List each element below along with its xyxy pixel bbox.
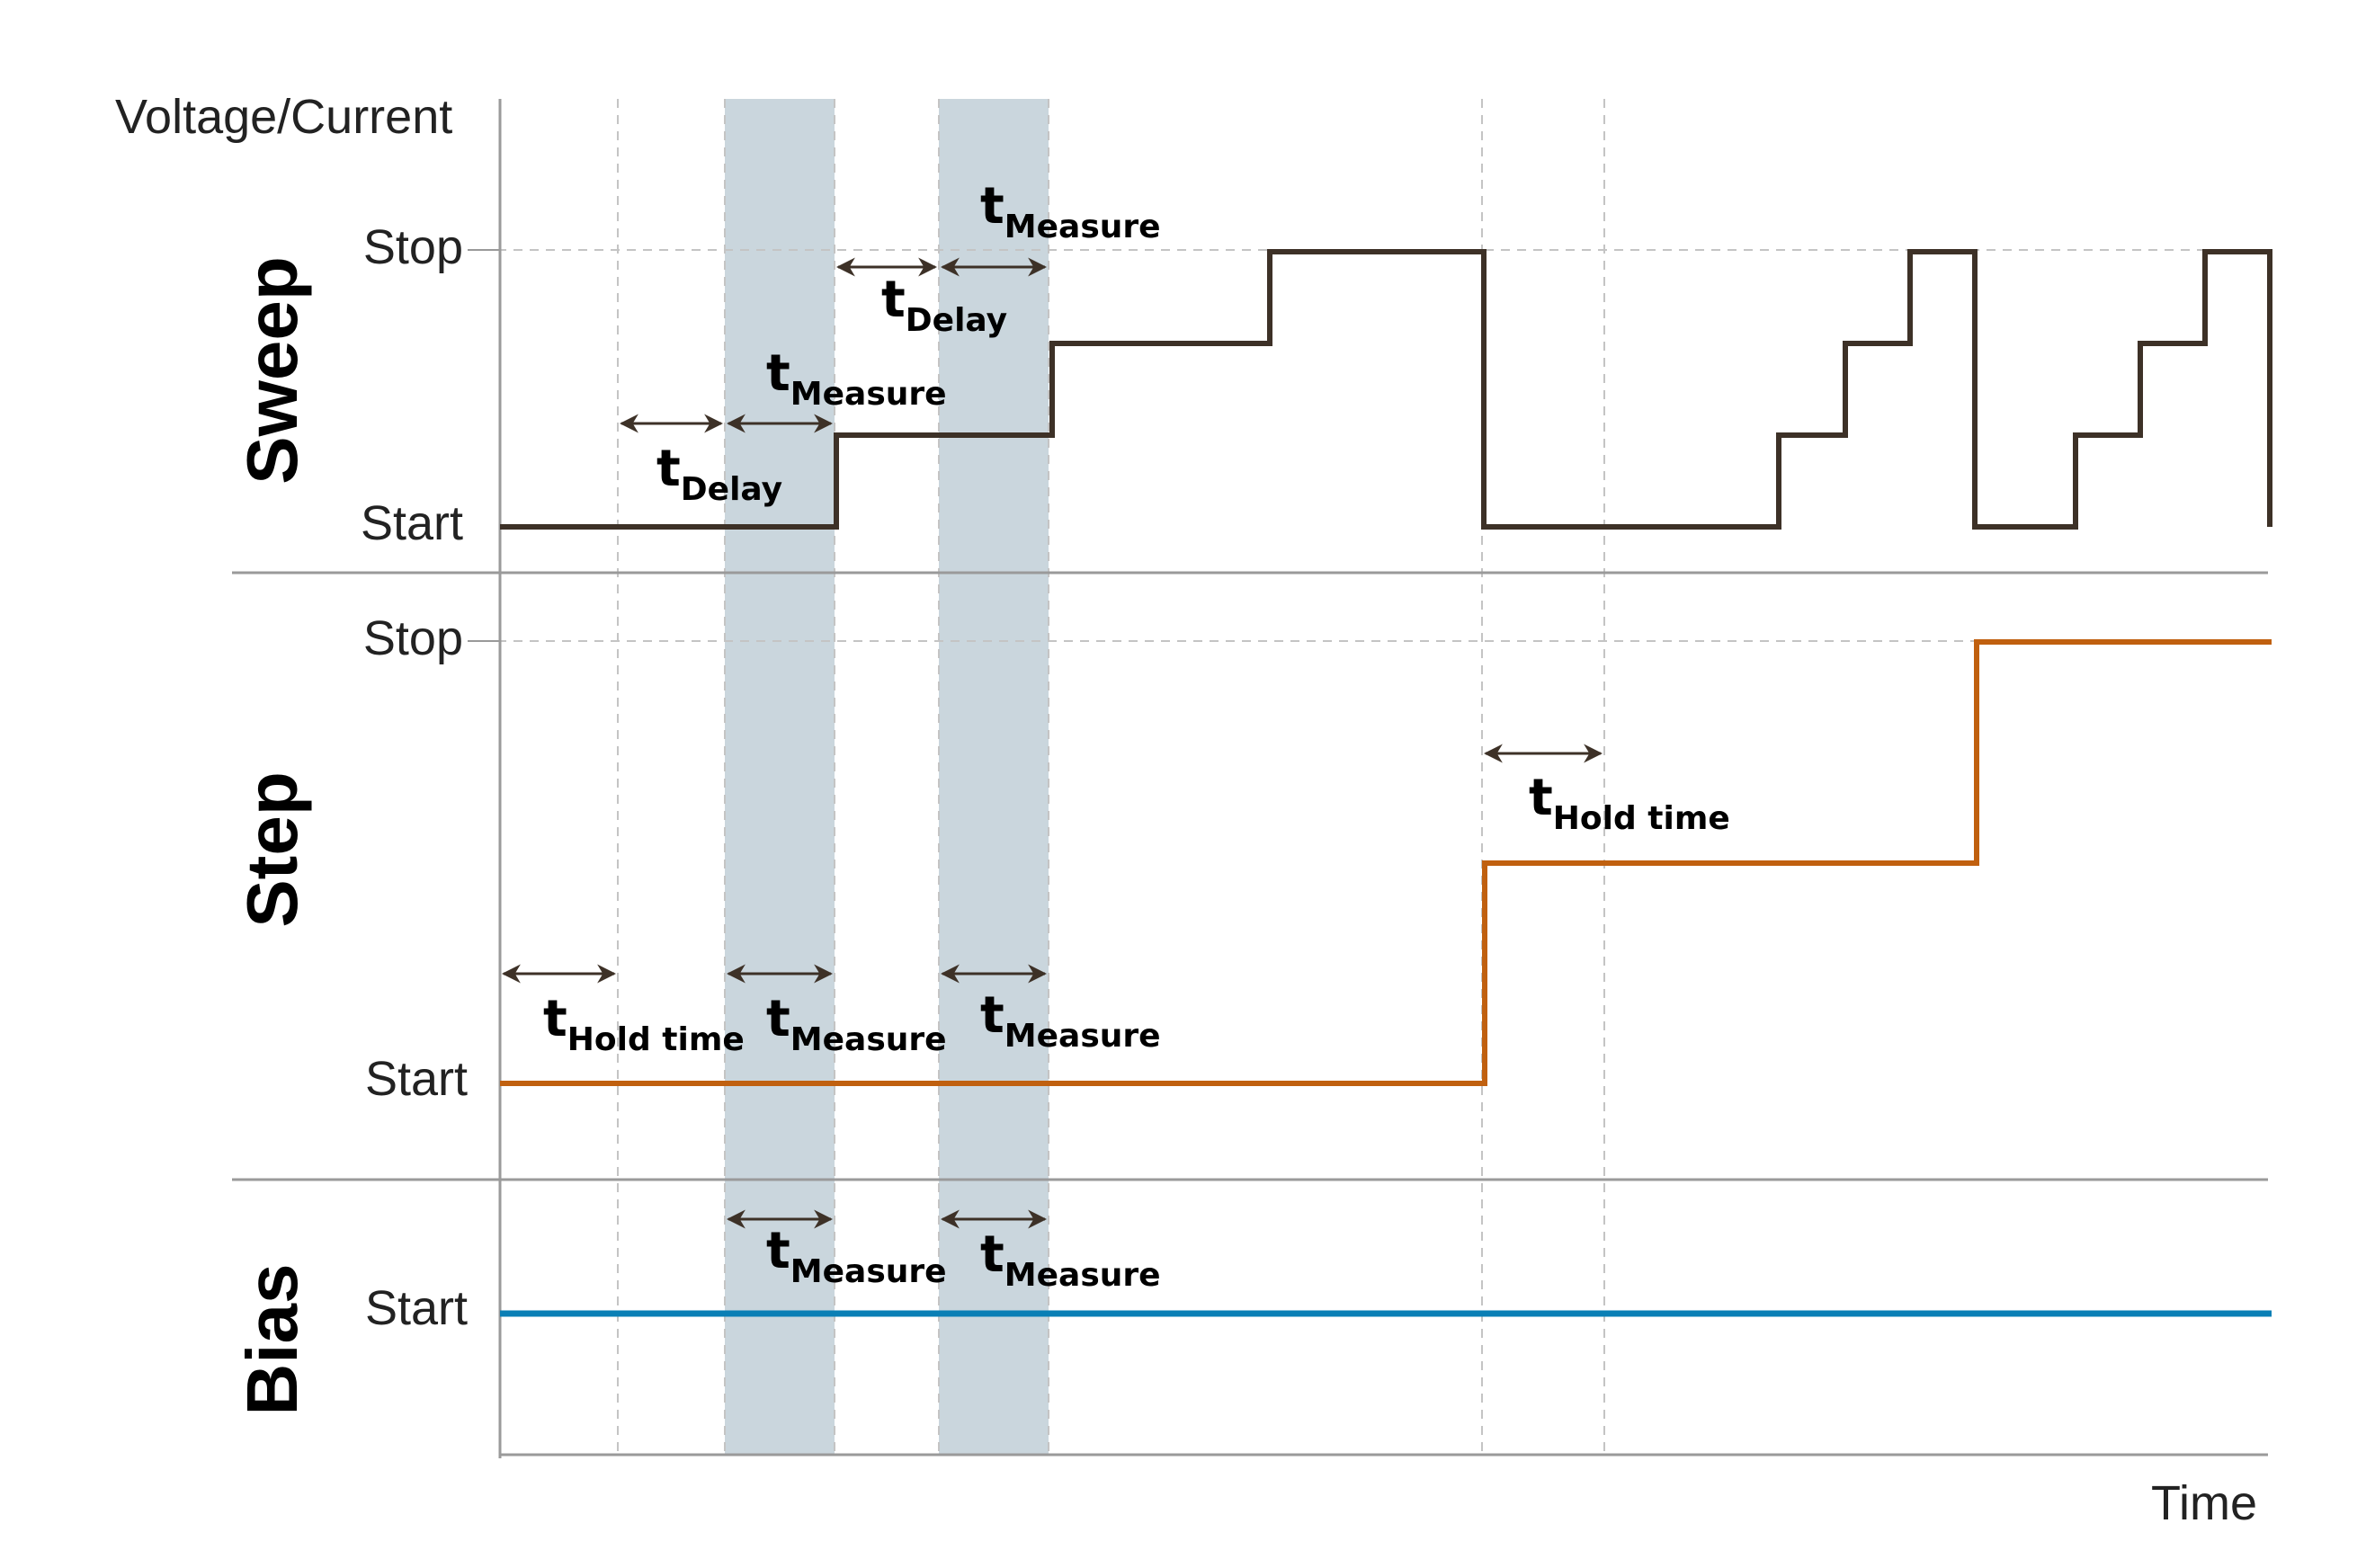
sweep-delay-annotation-1: tDelay — [656, 440, 782, 508]
step-hold-annotation-1: tHold time — [543, 990, 745, 1058]
step-measure-annotation-1: tMeasure — [766, 990, 947, 1058]
sweep-measure-annotation-1: tMeasure — [766, 344, 947, 413]
sweep-delay-annotation-2: tDelay — [881, 271, 1007, 339]
step-hold-annotation-2: tHold time — [1529, 769, 1730, 837]
measure-band-2 — [939, 99, 1049, 1455]
sweep-start-label: Start — [361, 496, 463, 550]
bias-measure-annotation-2: tMeasure — [980, 1225, 1161, 1294]
step-stop-label: Stop — [363, 611, 463, 665]
bias-measure-annotation-1: tMeasure — [766, 1222, 947, 1290]
measure-band-1 — [725, 99, 835, 1455]
section-title-bias: Bias — [232, 1264, 312, 1416]
step-waveform — [500, 639, 2272, 1086]
step-measure-annotation-2: tMeasure — [980, 986, 1161, 1055]
y-axis-label: Voltage/Current — [115, 90, 452, 144]
bias-start-label: Start — [365, 1281, 468, 1335]
sweep-stop-label: Stop — [363, 220, 463, 274]
sweep-waveform — [500, 249, 2272, 530]
sweep-measure-annotation-2: tMeasure — [980, 177, 1161, 245]
x-axis-label: Time — [2151, 1476, 2257, 1530]
section-title-step: Step — [232, 771, 312, 927]
step-start-label: Start — [365, 1052, 468, 1106]
section-title-sweep: Sweep — [232, 256, 312, 484]
